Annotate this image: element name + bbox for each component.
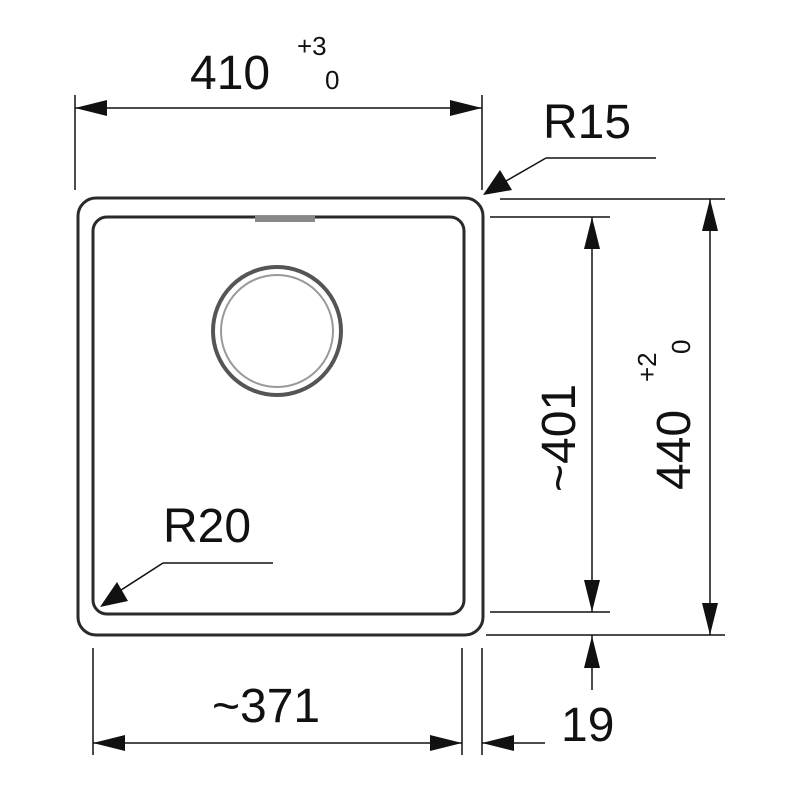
arrowhead-width-outer-right — [450, 100, 482, 116]
arrowhead-width-inner-right — [430, 735, 462, 751]
height-outer-tol-upper: +2 — [632, 352, 662, 382]
arrowhead-r20 — [100, 582, 128, 607]
arrowhead-rim-bottom — [482, 735, 514, 751]
arrowhead-r15 — [483, 170, 512, 195]
width-inner-label: ~371 — [212, 680, 320, 733]
height-outer-value: 440 — [648, 410, 701, 490]
radius-inner-label: R20 — [163, 500, 251, 553]
arrowhead-height-outer-bottom — [702, 603, 718, 635]
arrowhead-height-outer-top — [702, 199, 718, 231]
arrowhead-width-inner-left — [93, 735, 125, 751]
width-outer-tol-upper: +3 — [297, 31, 327, 61]
sink-inner-outline — [91, 215, 466, 616]
arrowhead-height-inner-top — [584, 217, 600, 249]
rim-label: 19 — [561, 699, 614, 752]
arrowhead-width-outer-left — [75, 100, 107, 116]
width-outer-value: 410 — [190, 47, 270, 100]
arrowhead-rim-up — [584, 636, 600, 668]
drain-outer-circle — [211, 265, 343, 397]
drain-inner-circle — [220, 274, 334, 388]
arrowhead-height-inner-bottom — [584, 580, 600, 612]
radius-outer-label: R15 — [543, 96, 631, 149]
height-inner-label: ~401 — [533, 384, 586, 492]
leader-line-r15-diagonal — [505, 157, 547, 182]
width-outer-tol-lower: 0 — [325, 65, 339, 95]
leader-line-r20-diagonal — [117, 562, 164, 593]
height-outer-label-group: 440 +2 0 — [632, 340, 701, 490]
height-outer-tol-lower: 0 — [666, 340, 696, 354]
sink-outer-outline — [76, 196, 485, 637]
